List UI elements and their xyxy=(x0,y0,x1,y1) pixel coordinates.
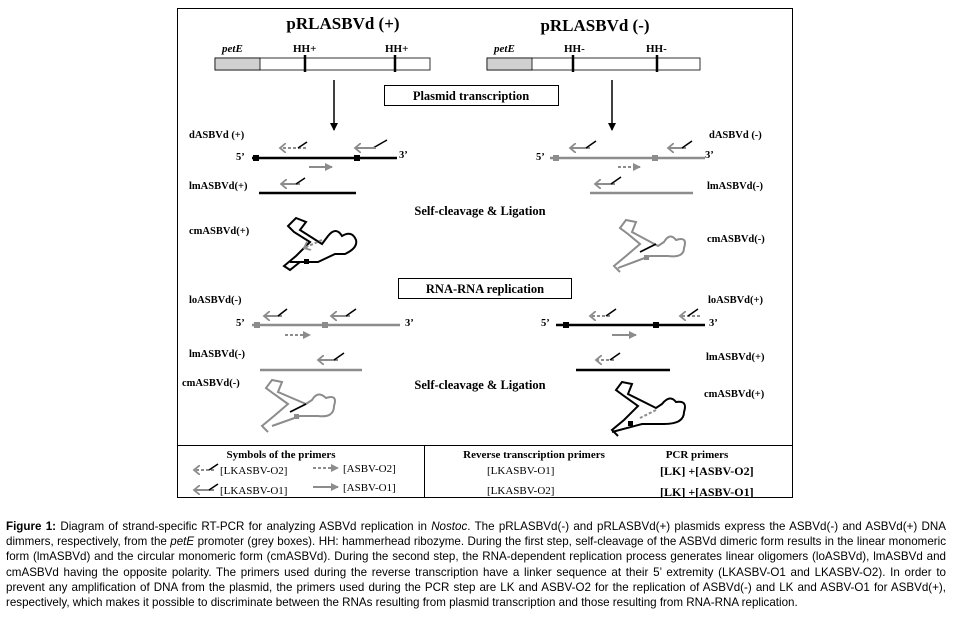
cmasbvd-minus-site-top xyxy=(644,255,649,260)
lmasbvd-minus-label-top: lmASBVd(-) xyxy=(707,181,764,192)
cmasbvd-minus-circle-top xyxy=(612,218,686,273)
plasmid-plus-map xyxy=(214,55,431,72)
dasbvd-minus-cleavage-site-2 xyxy=(652,155,658,161)
caption-part-2: . The pRLASBVd(-) and pRLASBVd(+) plasmi… xyxy=(6,520,946,549)
petE-promoter-box xyxy=(214,57,261,71)
legend-asbv-o2: [ASBV-O2] xyxy=(343,463,396,475)
loasbvd-minus-linker-1 xyxy=(277,308,288,317)
loasbvd-minus-linker-3 xyxy=(345,308,357,317)
dasbvd-plus-cleavage-site-1 xyxy=(253,155,259,161)
loasbvd-plus-label: loASBVd(+) xyxy=(708,295,763,306)
self-cleavage-label-top: Self-cleavage & Ligation xyxy=(414,204,545,218)
legend-lkasbv-o1: [LKASBV-O1] xyxy=(220,485,287,497)
cmasbvd-minus-label-bottom: cmASBVd(-) xyxy=(182,378,240,389)
legend-symbol-lkasbv-o2 xyxy=(194,463,219,470)
legend-symbols-header: Symbols of the primers xyxy=(226,449,336,461)
hh-plus-label-1: HH+ xyxy=(293,43,316,55)
promoter-label-minus: petE xyxy=(493,43,515,55)
cmasbvd-plus-label: cmASBVd(+) xyxy=(189,226,250,237)
caption-promoter: petE xyxy=(170,535,195,549)
legend-pcr-header: PCR primers xyxy=(666,449,729,461)
dasbvd-plus-label: dASBVd (+) xyxy=(189,130,245,141)
legend-rt-primer-1: [LKASBV-O1] xyxy=(487,465,554,477)
cmasbvd-minus-primer-bottom xyxy=(289,403,307,413)
cmasbvd-minus-primer-top xyxy=(639,243,657,253)
loasbvd-minus-label: loASBVd(-) xyxy=(189,295,242,306)
lmasbvd-minus-linker-bottom xyxy=(333,352,345,361)
three-prime-loasbvd-plus: 3’ xyxy=(709,318,718,329)
legend-lkasbv-o2: [LKASBV-O2] xyxy=(220,465,287,477)
five-prime-loasbvd-minus: 5’ xyxy=(236,318,245,329)
dasbvd-minus-label: dASBVd (-) xyxy=(709,130,762,141)
rna-rna-replication-box xyxy=(398,278,572,299)
lmasbvd-plus-linker-bottom xyxy=(609,352,621,361)
legend-rt-primer-2: [LKASBV-O2] xyxy=(487,485,554,497)
cmasbvd-plus-site xyxy=(304,259,309,264)
plasmid-plus-title: pRLASBVd (+) xyxy=(286,14,399,33)
plasmid-minus-map xyxy=(486,55,701,72)
petE-promoter-box-minus xyxy=(486,57,533,71)
figure-frame xyxy=(177,8,793,498)
lmasbvd-minus-linker-top xyxy=(610,176,622,185)
cmasbvd-minus-circle-bottom xyxy=(260,378,336,433)
lmasbvd-plus-label-bottom: lmASBVd(+) xyxy=(706,352,765,363)
five-prime-loasbvd-plus: 5’ xyxy=(541,318,550,329)
self-cleavage-label-bottom: Self-cleavage & Ligation xyxy=(414,378,545,392)
primer-linker-tail xyxy=(297,141,308,149)
hh-minus-label-1: HH- xyxy=(564,43,585,55)
dasbvd-minus-linker-1 xyxy=(585,140,597,149)
legend-pcr-primer-1: [LK] +[ASBV-O2] xyxy=(660,464,754,478)
three-prime-loasbvd-minus: 3’ xyxy=(405,318,414,329)
dasbvd-minus-cleavage-site-1 xyxy=(553,155,559,161)
three-prime-dasbvd-minus: 3’ xyxy=(705,150,714,161)
cmasbvd-minus-label-top: cmASBVd(-) xyxy=(707,234,765,245)
cmasbvd-plus-label-bottom: cmASBVd(+) xyxy=(704,389,765,400)
lmasbvd-minus-label-bottom: lmASBVd(-) xyxy=(189,349,246,360)
plasmid-transcription-label: Plasmid transcription xyxy=(413,89,529,103)
cmasbvd-plus-primer-bottom xyxy=(639,409,657,419)
caption-part-1: Diagram of strand-specific RT-PCR for an… xyxy=(56,520,432,533)
dasbvd-minus-linker-3 xyxy=(681,140,693,149)
caption-organism: Nostoc xyxy=(431,520,468,533)
promoter-label-plus: petE xyxy=(221,43,243,55)
loasbvd-minus-site-2 xyxy=(322,322,328,328)
primer-lk-linker xyxy=(372,139,388,149)
loasbvd-plus-linker-1 xyxy=(605,308,617,317)
loasbvd-plus-linker-3 xyxy=(687,308,699,317)
five-prime-dasbvd-plus: 5’ xyxy=(236,152,245,163)
legend-asbv-o1: [ASBV-O1] xyxy=(343,482,396,494)
legend-rt-header: Reverse transcription primers xyxy=(463,449,605,461)
plasmid-minus-title: pRLASBVd (-) xyxy=(540,16,649,35)
loasbvd-plus-site-2 xyxy=(653,322,659,328)
loasbvd-plus-site-1 xyxy=(563,322,569,328)
caption-part-3: promoter (grey boxes). HH: hammerhead ri… xyxy=(6,535,947,610)
dasbvd-plus-cleavage-site-2 xyxy=(354,155,360,161)
rna-rna-replication-label: RNA-RNA replication xyxy=(426,282,544,296)
cmasbvd-minus-site-bottom xyxy=(294,414,299,419)
legend-symbol-lkasbv-o1 xyxy=(194,483,219,490)
cmasbvd-plus-primer xyxy=(304,239,323,248)
lmasbvd-plus-label: lmASBVd(+) xyxy=(189,181,248,192)
lmasbvd-plus-linker xyxy=(295,177,306,185)
three-prime-dasbvd-plus: 3’ xyxy=(399,150,408,161)
cmasbvd-plus-site-bottom xyxy=(628,421,633,426)
legend-pcr-primer-2: [LK] +[ASBV-O1] xyxy=(660,485,754,499)
plasmid-transcription-box xyxy=(384,85,559,106)
caption-label: Figure 1: xyxy=(6,520,57,533)
cmasbvd-plus-circle xyxy=(282,216,358,272)
hh-minus-label-2: HH- xyxy=(646,43,667,55)
hh-plus-label-2: HH+ xyxy=(385,43,408,55)
loasbvd-minus-site-1 xyxy=(254,322,260,328)
figure-caption: Figure 1: Diagram of strand-specific RT-… xyxy=(6,519,946,610)
cmasbvd-plus-circle-bottom xyxy=(610,380,686,437)
five-prime-dasbvd-minus: 5’ xyxy=(536,152,545,163)
